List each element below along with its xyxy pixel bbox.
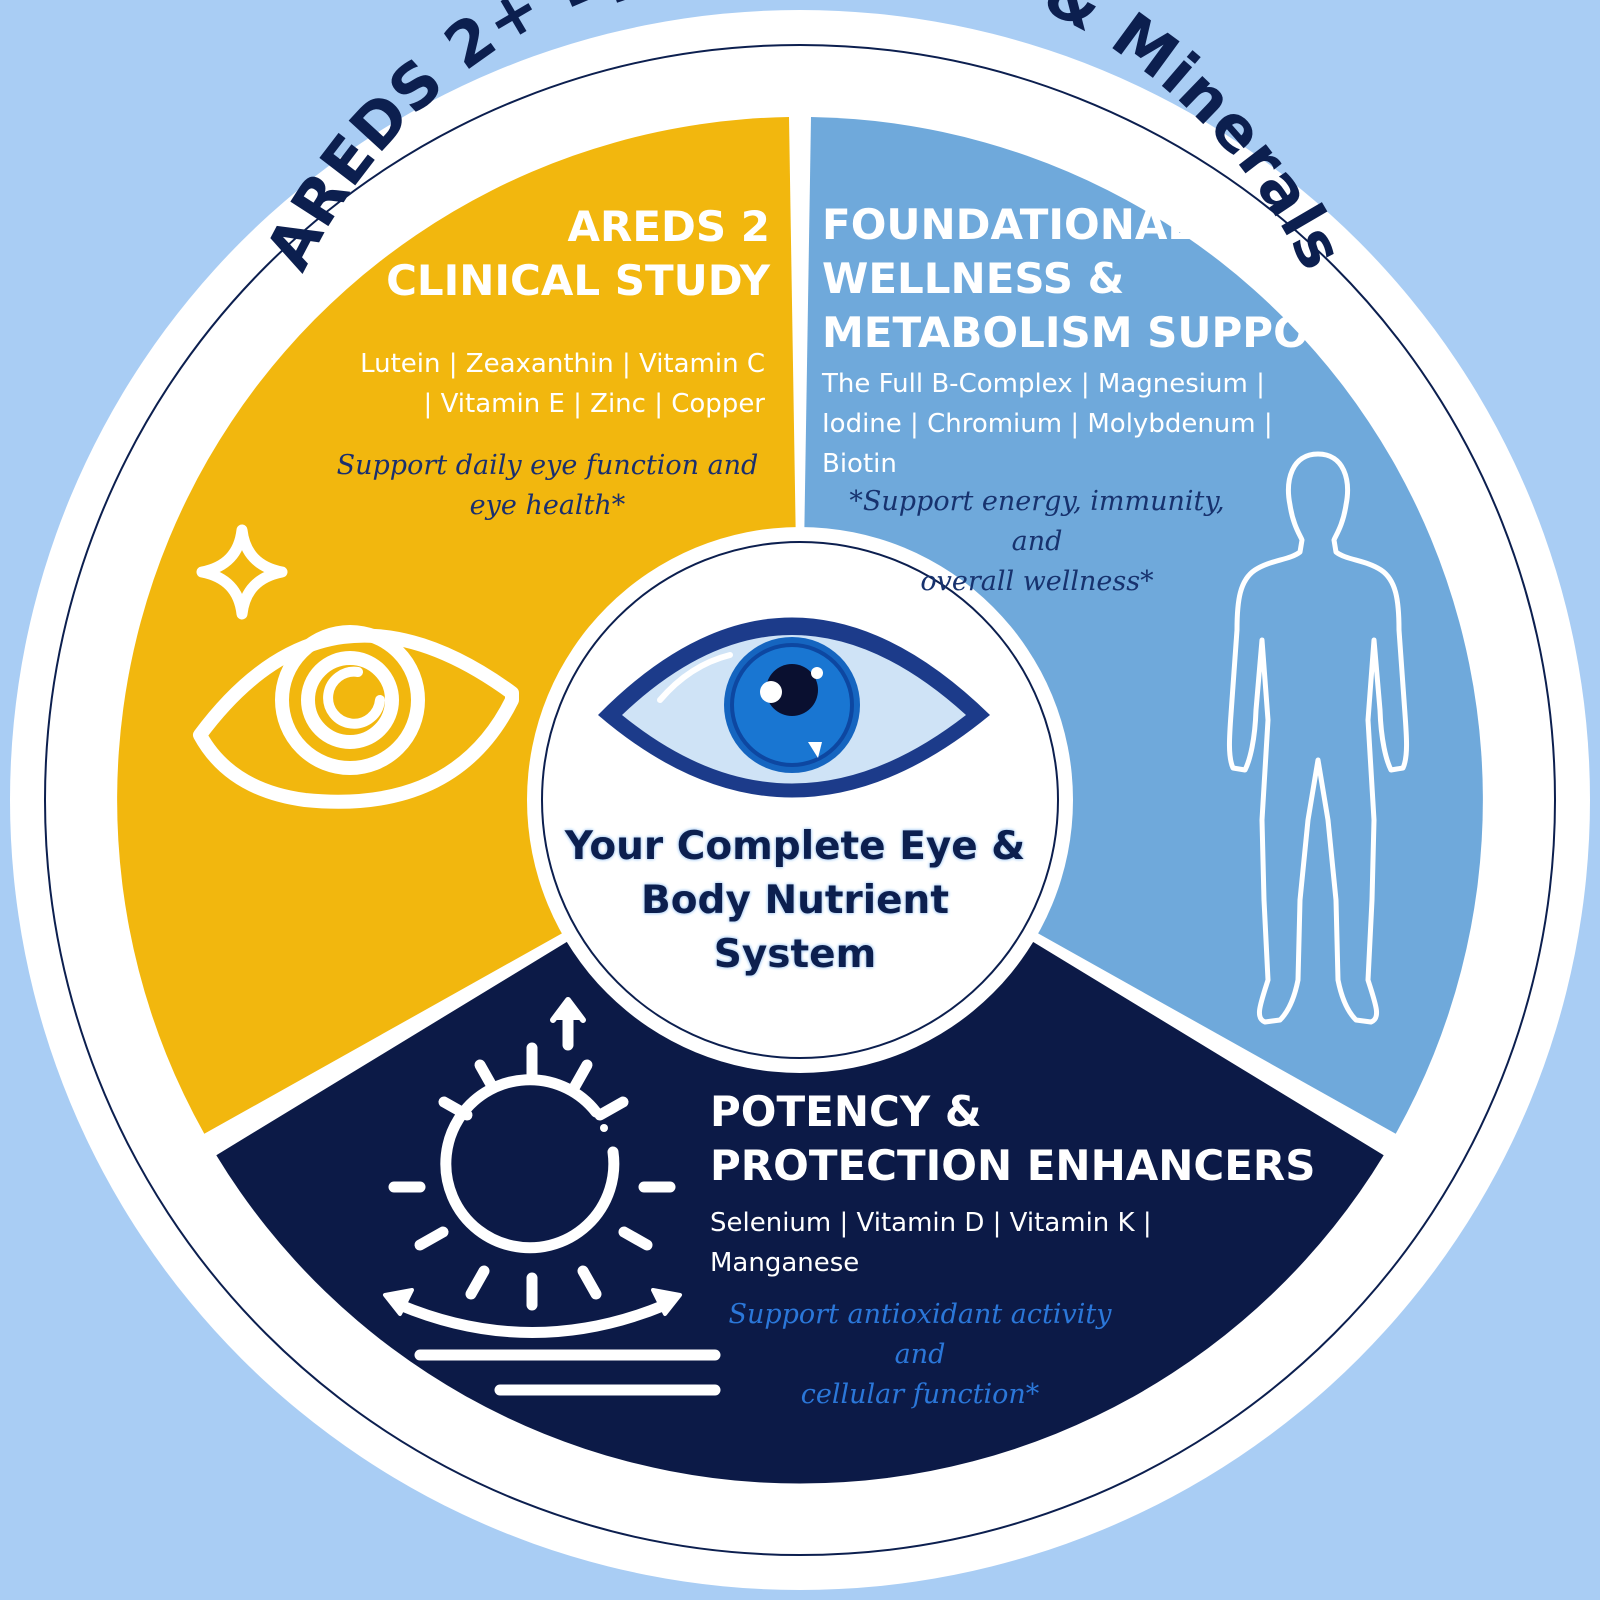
- foundational-title: FOUNDATIONAL WELLNESS & METABOLISM SUPPO…: [822, 198, 1382, 360]
- potency-list-line2: Manganese: [710, 1248, 860, 1278]
- center-ring-line: [541, 541, 1059, 1059]
- foundational-tagline-line2: overall wellness*: [920, 566, 1154, 597]
- foundational-tagline-line1: *Support energy, immunity, and: [849, 486, 1225, 557]
- areds-title-line1: AREDS 2: [567, 202, 771, 251]
- foundational-title-line1: FOUNDATIONAL: [822, 200, 1195, 249]
- areds-list-line1: Lutein | Zeaxanthin | Vitamin C: [360, 349, 765, 379]
- potency-tagline-line1: Support antioxidant activity and: [728, 1299, 1112, 1370]
- foundational-list-line1: The Full B-Complex | Magnesium |: [822, 369, 1265, 399]
- foundational-title-line2: WELLNESS &: [822, 254, 1125, 303]
- potency-title-line1: POTENCY &: [710, 1087, 982, 1136]
- potency-title-line2: PROTECTION ENHANCERS: [710, 1141, 1316, 1190]
- segment-potency: [216, 800, 1384, 1484]
- areds-title: AREDS 2 CLINICAL STUDY: [330, 200, 770, 308]
- human-body-icon: [1226, 451, 1410, 1025]
- areds-tagline: Support daily eye function and eye healt…: [330, 446, 765, 526]
- foundational-tagline: *Support energy, immunity, and overall w…: [822, 482, 1252, 602]
- areds-list: Lutein | Zeaxanthin | Vitamin C | Vitami…: [300, 344, 765, 424]
- foundational-list: The Full B-Complex | Magnesium | Iodine …: [822, 364, 1362, 484]
- sun-protection-icon: [383, 997, 721, 1396]
- areds-title-line2: CLINICAL STUDY: [386, 256, 770, 305]
- potency-title: POTENCY & PROTECTION ENHANCERS: [710, 1085, 1330, 1193]
- foundational-title-line3: METABOLISM SUPPORT: [822, 308, 1368, 357]
- foundational-list-line3: Biotin: [822, 449, 897, 479]
- potency-list-line1: Selenium | Vitamin D | Vitamin K |: [710, 1208, 1152, 1238]
- foundational-list-line2: Iodine | Chromium | Molybdenum |: [822, 409, 1273, 439]
- eye-icon: [598, 617, 990, 798]
- potency-tagline: Support antioxidant activity and cellula…: [705, 1295, 1135, 1415]
- potency-tagline-line2: cellular function*: [800, 1379, 1040, 1410]
- sparkle-eye-icon: [193, 524, 519, 809]
- areds-tagline-line1: Support daily eye function and: [336, 450, 759, 481]
- areds-tagline-line2: eye health*: [469, 490, 626, 521]
- outer-thin-line: [44, 44, 1556, 1556]
- areds-list-line2: | Vitamin E | Zinc | Copper: [423, 389, 765, 419]
- center-caption: Your Complete Eye & Body Nutrient System: [564, 824, 1026, 977]
- potency-list: Selenium | Vitamin D | Vitamin K | Manga…: [710, 1203, 1270, 1283]
